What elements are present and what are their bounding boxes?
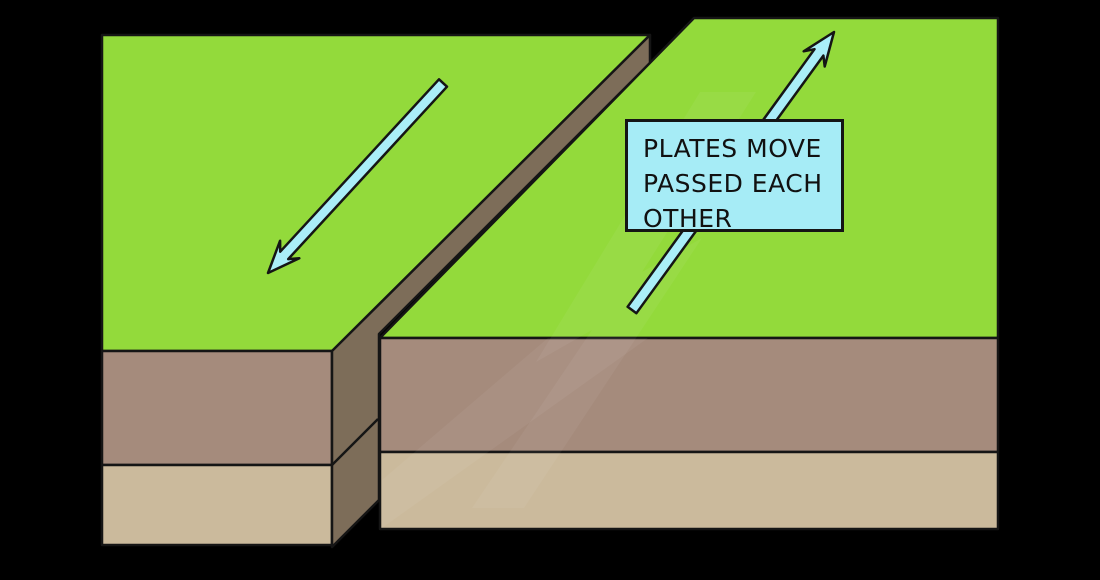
left-plate-soil-layer bbox=[100, 349, 334, 467]
left-plate-rock-layer bbox=[100, 463, 334, 547]
label-line-2: PASSED EACH bbox=[643, 169, 823, 198]
right-plate-rock-layer bbox=[378, 450, 1000, 531]
watermark-sheen-lower bbox=[382, 338, 648, 528]
right-plate-soil-layer bbox=[378, 336, 1000, 454]
plates-move-label-box: PLATES MOVE PASSED EACH OTHER bbox=[625, 119, 844, 233]
left-plate-motion-arrow bbox=[266, 78, 449, 275]
label-line-1: PLATES MOVE bbox=[643, 134, 822, 163]
label-line-3: OTHER bbox=[643, 204, 733, 233]
fault-plane-layer-edge bbox=[331, 418, 379, 466]
